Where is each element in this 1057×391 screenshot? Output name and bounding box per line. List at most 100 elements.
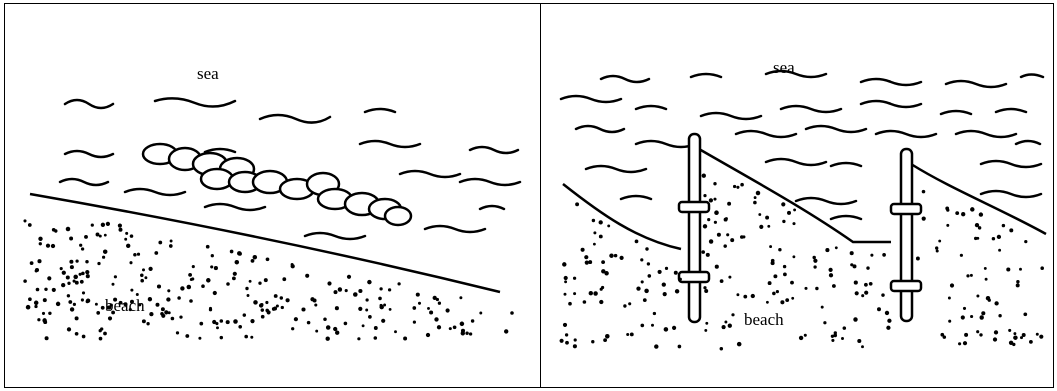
sand-dot bbox=[28, 223, 32, 227]
sand-dot bbox=[30, 261, 34, 265]
wave bbox=[996, 109, 1026, 112]
sand-dot bbox=[148, 267, 152, 271]
sand-dot bbox=[768, 281, 772, 285]
sand-dot bbox=[142, 268, 145, 271]
sand-dot bbox=[946, 224, 949, 227]
sand-dot bbox=[715, 265, 719, 269]
sand-dot bbox=[220, 336, 223, 339]
sand-dot bbox=[51, 244, 55, 248]
sand-dot bbox=[338, 287, 342, 291]
sand-dot bbox=[945, 207, 949, 211]
sand-dot bbox=[214, 266, 218, 270]
sand-dot bbox=[651, 324, 654, 327]
sand-dot bbox=[210, 265, 213, 268]
figure-frame: sea beach bbox=[4, 3, 1054, 388]
sand-dot bbox=[259, 303, 263, 307]
sand-dot bbox=[358, 307, 362, 311]
wave bbox=[561, 96, 621, 102]
wave bbox=[636, 141, 696, 147]
sand-dot bbox=[564, 276, 568, 280]
sand-dot bbox=[740, 235, 744, 239]
sand-dot bbox=[743, 295, 747, 299]
sand-dot bbox=[167, 289, 170, 292]
sand-dot bbox=[963, 341, 967, 345]
sand-dot bbox=[970, 274, 973, 277]
sand-dot bbox=[274, 294, 278, 298]
sand-dot bbox=[593, 231, 596, 234]
sand-dot bbox=[426, 333, 430, 337]
sand-dot bbox=[158, 241, 162, 245]
sand-dot bbox=[82, 291, 85, 294]
sand-dot bbox=[154, 251, 158, 255]
post bbox=[901, 149, 912, 321]
sand-dot bbox=[327, 281, 331, 285]
sand-dot bbox=[645, 247, 648, 250]
sand-dot bbox=[564, 293, 567, 296]
sand-dot bbox=[201, 284, 205, 288]
sand-dot bbox=[301, 307, 305, 311]
sand-dot bbox=[850, 263, 853, 266]
sand-dot bbox=[966, 274, 969, 277]
sand-dot bbox=[599, 300, 603, 304]
sand-dot bbox=[232, 276, 236, 280]
sand-dot bbox=[573, 292, 576, 295]
sand-dot bbox=[70, 265, 74, 269]
sand-dot bbox=[981, 311, 985, 315]
wave bbox=[601, 76, 649, 82]
sand-dot bbox=[843, 326, 847, 330]
sand-dot bbox=[34, 305, 37, 308]
sand-dot bbox=[585, 261, 589, 265]
sand-dot bbox=[714, 210, 719, 215]
sand-dot bbox=[1009, 228, 1013, 232]
sand-dot bbox=[591, 340, 594, 343]
sand-dot bbox=[394, 330, 397, 333]
sand-dot bbox=[206, 245, 210, 249]
sand-dot bbox=[230, 250, 234, 254]
sand-dot bbox=[142, 319, 146, 323]
sand-dot bbox=[164, 310, 168, 314]
beach-label: beach bbox=[744, 310, 784, 330]
sand-dot bbox=[984, 267, 987, 270]
sand-dot bbox=[581, 248, 585, 252]
sand-dot bbox=[418, 302, 421, 305]
sand-dot bbox=[56, 302, 60, 306]
sand-dot bbox=[717, 233, 721, 237]
sand-dot bbox=[104, 234, 107, 237]
sand-dot bbox=[601, 260, 605, 264]
sand-dot bbox=[704, 329, 707, 332]
sand-dot bbox=[647, 262, 650, 265]
sand-dot bbox=[37, 318, 40, 321]
sand-dot bbox=[97, 262, 100, 265]
sand-dot bbox=[367, 280, 371, 284]
sand-dot bbox=[261, 308, 264, 311]
sand-dot bbox=[250, 336, 253, 339]
sand-dot bbox=[736, 186, 739, 189]
sand-dot bbox=[855, 291, 859, 295]
sand-dot bbox=[960, 254, 963, 257]
sand-dot bbox=[26, 305, 31, 310]
sand-dot bbox=[368, 315, 372, 319]
wave bbox=[876, 131, 936, 137]
sand-dot bbox=[211, 254, 214, 257]
sand-dot bbox=[758, 213, 761, 216]
sand-dot bbox=[869, 282, 873, 286]
wave bbox=[736, 131, 796, 137]
sand-dot bbox=[73, 303, 76, 306]
sand-dot bbox=[380, 304, 383, 307]
sand-dot bbox=[335, 306, 339, 310]
sand-dot bbox=[291, 264, 295, 268]
sand-dot bbox=[177, 296, 181, 300]
sand-dot bbox=[630, 332, 634, 336]
sand-dot bbox=[66, 227, 71, 232]
sand-dot bbox=[438, 302, 441, 305]
sand-dot bbox=[140, 279, 144, 283]
sand-dot bbox=[358, 289, 362, 293]
sand-dot bbox=[940, 333, 944, 337]
sand-dot bbox=[305, 274, 309, 278]
sand-dot bbox=[149, 312, 153, 316]
sand-dot bbox=[664, 327, 669, 332]
sand-dot bbox=[861, 345, 864, 348]
sand-dot bbox=[790, 281, 794, 285]
sand-dot bbox=[857, 339, 861, 343]
sand-dot bbox=[378, 297, 382, 301]
